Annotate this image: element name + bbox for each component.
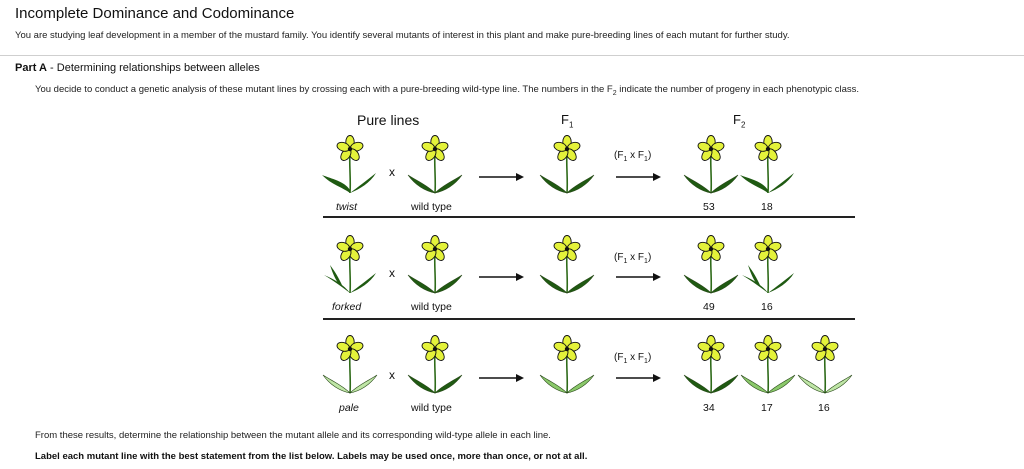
plant-wild-type [407,235,463,294]
description-subscript: 2 [612,89,617,97]
pure-lines-heading: Pure lines [357,112,420,128]
plant-forked [324,235,376,294]
header-divider [0,55,1024,56]
cross-symbol: x [389,266,395,280]
f2-heading: F2 [733,112,746,130]
self-cross-label: (F1 x F1) [614,252,652,265]
part-a-description: You decide to conduct a genetic analysis… [35,84,859,97]
arrow-icon [479,374,524,382]
self-cross-label: (F1 x F1) [614,150,652,163]
mutant-label: twist [336,201,357,213]
wildtype-label: wild type [411,201,452,213]
arrow-icon [479,173,524,181]
plant-f2-twist [740,135,794,194]
part-a-heading: Part A - Determining relationships betwe… [15,62,260,74]
arrow-icon [616,273,661,281]
progeny-count: 53 [703,201,715,213]
page-title: Incomplete Dominance and Codominance [15,5,295,22]
plant-pale [322,335,378,394]
plant-f2-wild [683,335,739,394]
wildtype-label: wild type [411,301,452,313]
plant-f2-forked [742,235,794,294]
part-a-prefix: Part A [15,62,47,74]
cross-symbol: x [389,368,395,382]
progeny-count: 17 [761,402,773,414]
arrow-icon [616,173,661,181]
plant-f2-wild [683,235,739,294]
instruction-text: From these results, determine the relati… [35,430,551,441]
intro-text: You are studying leaf development in a m… [15,30,790,41]
plant-f1 [539,235,595,294]
description-text-end: indicate the number of progeny in each p… [616,84,860,95]
arrow-icon [616,374,661,382]
row-divider [323,216,855,218]
progeny-count: 18 [761,201,773,213]
cross-symbol: x [389,165,395,179]
plant-twist [322,135,376,194]
plant-f2-wild [683,135,739,194]
instruction-bold-text: Label each mutant line with the best sta… [35,451,588,462]
progeny-count: 16 [818,402,830,414]
progeny-count: 16 [761,301,773,313]
self-cross-label: (F1 x F1) [614,352,652,365]
plant-f1 [539,135,595,194]
arrow-icon [479,273,524,281]
plant-f2-intermediate [740,335,796,394]
mutant-label: forked [332,301,362,313]
progeny-count: 34 [703,402,715,414]
wildtype-label: wild type [411,402,452,414]
f1-heading: F1 [561,112,574,130]
part-a-title: - Determining relationships between alle… [47,62,260,74]
mutant-label: pale [339,402,359,414]
progeny-count: 49 [703,301,715,313]
plant-f1 [539,335,595,394]
plant-wild-type [407,135,463,194]
description-text: You decide to conduct a genetic analysis… [35,84,613,95]
plant-wild-type [407,335,463,394]
row-divider [323,318,855,320]
plant-f2-pale [797,335,853,394]
